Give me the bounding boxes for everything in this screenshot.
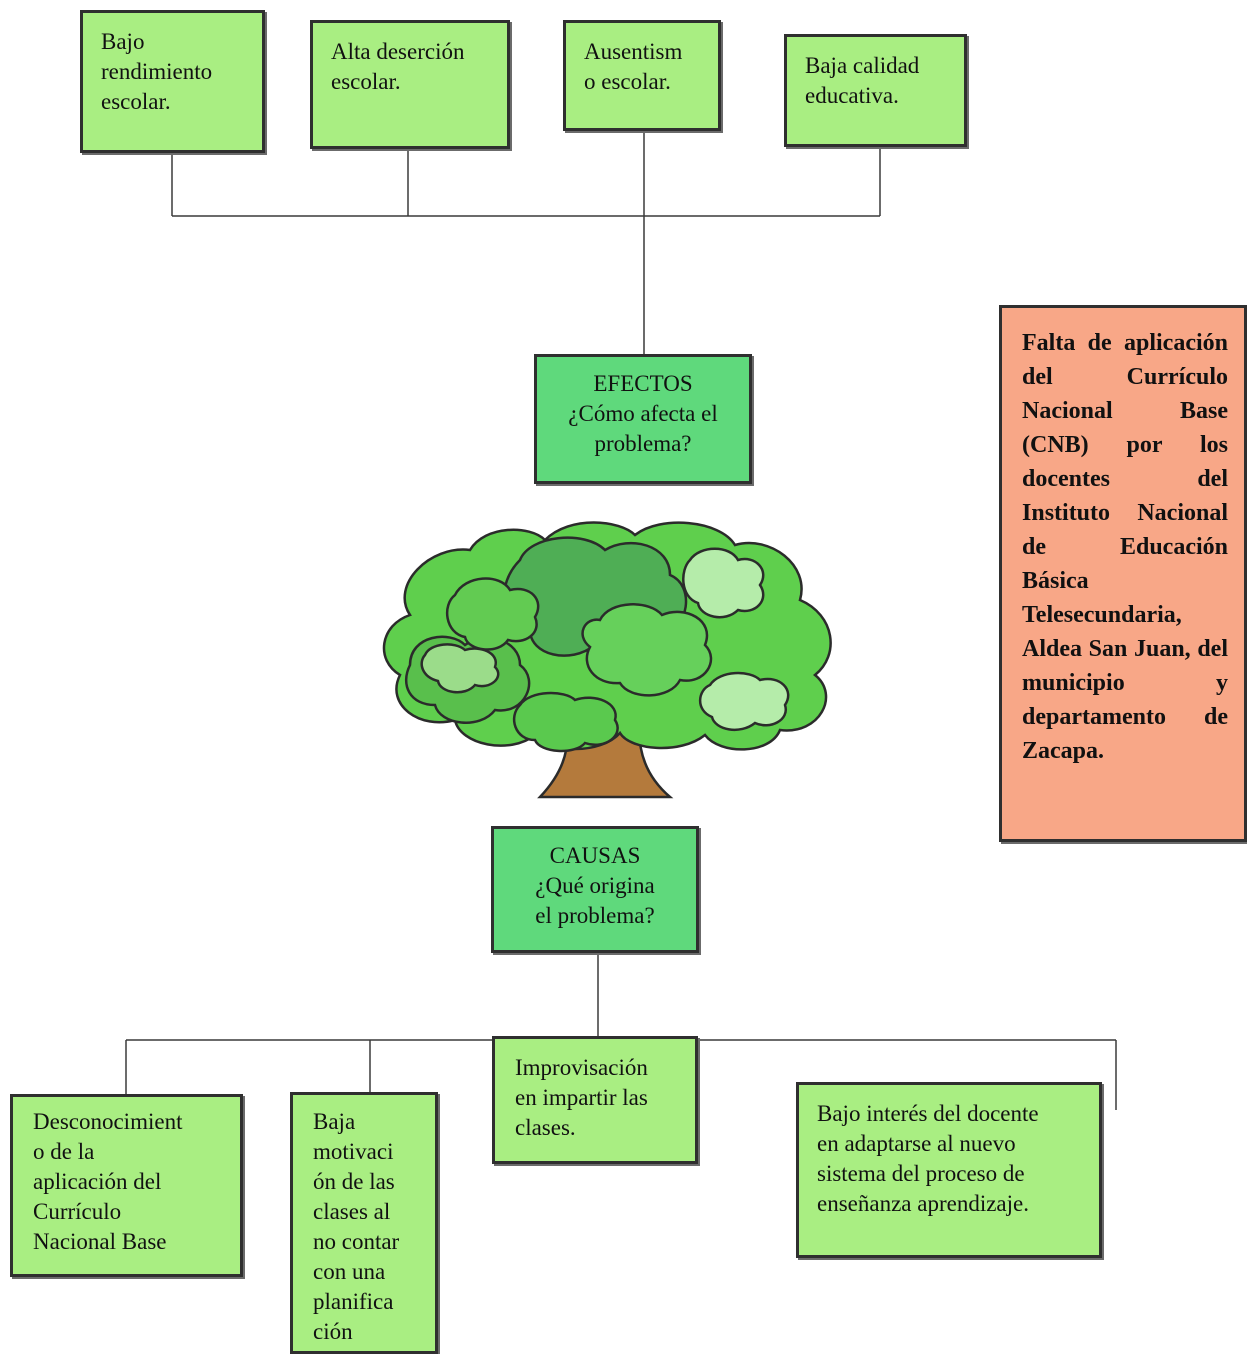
effect-box-4: Baja calidad educativa. <box>784 34 967 147</box>
effect-box-2: Alta deserción escolar. <box>310 20 510 149</box>
efectos-text: EFECTOS ¿Cómo afecta el problema? <box>568 371 718 456</box>
cause-text-3: Improvisación en impartir las clases. <box>515 1055 648 1140</box>
causas-text: CAUSAS ¿Qué origina el problema? <box>535 843 655 928</box>
effect-box-1: Bajo rendimiento escolar. <box>80 10 265 153</box>
efectos-box: EFECTOS ¿Cómo afecta el problema? <box>534 354 752 484</box>
cause-text-1: Desconocimient o de la aplicación del Cu… <box>33 1109 183 1254</box>
problem-box: Falta de aplicación del Currículo Nacion… <box>999 305 1247 842</box>
cause-box-3: Improvisación en impartir las clases. <box>492 1036 698 1164</box>
effect-text-1: Bajo rendimiento escolar. <box>101 29 213 114</box>
cause-text-2: Baja motivaci ón de las clases al no con… <box>313 1109 400 1344</box>
cause-text-4: Bajo interés del docente en adaptarse al… <box>817 1101 1039 1216</box>
causas-box: CAUSAS ¿Qué origina el problema? <box>491 826 699 953</box>
effect-box-3: Ausentism o escolar. <box>563 20 721 131</box>
problem-text: Falta de aplicación del Currículo Nacion… <box>1022 330 1228 764</box>
effect-text-3: Ausentism o escolar. <box>584 39 683 94</box>
effect-text-2: Alta deserción escolar. <box>331 39 465 94</box>
cause-box-2: Baja motivaci ón de las clases al no con… <box>290 1092 438 1354</box>
cause-box-4: Bajo interés del docente en adaptarse al… <box>796 1082 1102 1258</box>
effect-text-4: Baja calidad educativa. <box>805 53 920 108</box>
tree-icon <box>382 521 832 799</box>
cause-box-1: Desconocimient o de la aplicación del Cu… <box>10 1094 243 1277</box>
